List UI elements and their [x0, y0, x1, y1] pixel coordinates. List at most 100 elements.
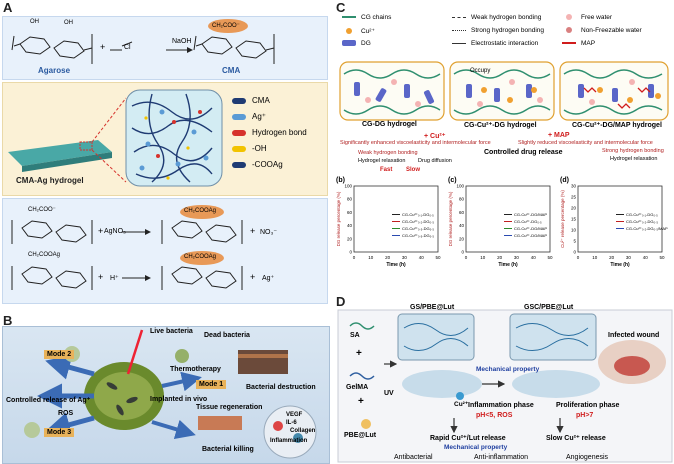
legend-label: Free water	[581, 14, 613, 21]
plus-cu-label: + Cu²⁺	[424, 133, 446, 140]
x-tick-label: 20	[385, 255, 391, 260]
mech-property-label: Mechanical property	[476, 366, 540, 373]
chart-sublabel: (d)	[560, 177, 569, 184]
coo-ag-label-1: CH₂COOAg	[184, 208, 217, 214]
hydrogel-label: CMA-Ag hydrogel	[16, 176, 84, 185]
plus-d: +	[356, 348, 362, 359]
thermotherapy-label: Thermotherapy	[170, 366, 221, 373]
legend-swatch	[566, 14, 572, 21]
strong-hb-annotation: Strong hydrogen bonding	[602, 148, 664, 154]
legend-label: CG-Cu²⁺-DG₀.₅	[514, 219, 542, 224]
proliferation-phase-label: Proliferation phase	[556, 402, 620, 409]
legend-item: Strong hydrogen bonding	[452, 27, 544, 34]
x-tick-label: 30	[402, 255, 408, 260]
anti-inflammation-label: Anti-inflammation	[474, 454, 529, 461]
legend-swatch	[566, 27, 572, 34]
gsc-pbe-label: GSC/PBE@Lut	[524, 304, 574, 311]
live-bacteria-label: Live bacteria	[150, 328, 193, 335]
legend-label: CG-Cu²⁺₀.₂-DG₀.₅	[626, 219, 658, 224]
x-tick-label: 20	[609, 255, 615, 260]
ch2coo-label: CH₂COO⁻	[212, 23, 240, 29]
silver-reaction-box	[2, 198, 328, 304]
x-tick-label: 40	[531, 255, 537, 260]
cl-label: Cl	[124, 44, 131, 51]
chart-sublabel: (b)	[336, 177, 345, 184]
legend-swatch	[562, 42, 576, 45]
x-tick-label: 50	[435, 255, 441, 260]
legend-label: Cu²⁺	[361, 28, 375, 35]
controlled-release-label: Controlled release of Ag⁺	[6, 397, 91, 404]
legend-item: Ag⁺	[232, 112, 266, 121]
x-tick-label: 10	[368, 255, 374, 260]
legend-label: -OH	[252, 144, 267, 153]
il6-label: IL-6	[286, 420, 297, 426]
legend-item: Weak hydrogen bonding	[452, 14, 541, 21]
legend-swatch	[232, 97, 246, 104]
y-tick-label: 5	[573, 239, 576, 244]
x-tick-label: 20	[497, 255, 503, 260]
legend-swatch	[232, 129, 246, 136]
h-label: H⁺	[110, 275, 119, 282]
y-tick-label: 25	[571, 195, 577, 200]
controlled-release-label-c: Controlled drug release	[484, 149, 563, 156]
legend-label: CG-Cu²⁺-DG/MAP	[514, 233, 547, 238]
chart-d-cu-release: (d)Cu²⁺ release percentage (%)0510152025…	[560, 177, 668, 268]
legend-label: CG-Cu²⁺₀.₅-DG₀.₅	[402, 233, 434, 238]
legend-label: Electrostatic interaction	[471, 40, 539, 47]
hydrogel-label-1: CG-DG hydrogel	[362, 121, 417, 128]
legend-swatch	[346, 28, 352, 35]
vegf-label: VEGF	[286, 412, 303, 418]
agarose-label: Agarose	[38, 66, 71, 75]
legend-swatch	[342, 40, 356, 47]
panel-label-a: A	[3, 0, 13, 15]
ph7-label: pH>7	[576, 412, 594, 419]
implanted-label: Implanted in vivo	[150, 396, 208, 403]
slow-release-label: Slow Cu²⁺ release	[546, 435, 606, 442]
hydrogel-relaxation-annotation: Hydrogel relaxation	[358, 158, 406, 164]
ch2coo-label-2: CH₂COO⁻	[28, 207, 56, 213]
legend-item: -OH	[232, 144, 267, 153]
legend-label: CG-Cu²⁺₀.₂-DG₀.₅/MAP	[626, 226, 668, 231]
legend-label: Hydrogen bond	[252, 128, 307, 137]
bacterial-destruction-label: Bacterial destruction	[246, 384, 316, 391]
mode2-badge: Mode 2	[44, 350, 75, 359]
x-tick-label: 10	[592, 255, 598, 260]
ros-label: ROS	[58, 410, 74, 417]
legend-item: DG	[342, 40, 371, 47]
hydrogel-label-2: CG-Cu²⁺-DG hydrogel	[464, 122, 537, 129]
pbe-lut-label: PBE@Lut	[344, 432, 377, 439]
ch2coo-ag-label-2: CH₂COOAg	[28, 252, 61, 258]
occupy-label: Occupy	[470, 68, 491, 74]
plus-d2: +	[358, 396, 364, 407]
infected-wound-label: Infected wound	[608, 332, 660, 339]
inflammation-phase-label: Inflammation phase	[468, 402, 534, 409]
mode3-badge: Mode 3	[44, 428, 75, 437]
coo-ag-label-3: CH₂COOAg	[184, 254, 217, 260]
y-tick-label: 20	[347, 236, 353, 241]
y-axis-label: DG release percentage (%)	[448, 191, 453, 246]
ph-ros-label: pH<5, ROS	[476, 412, 513, 419]
cu-label-d: Cu²⁺	[454, 401, 469, 408]
wound-healing-scheme	[337, 309, 673, 463]
hydrogel-label-3: CG-Cu²⁺-DG/MAP hydrogel	[572, 122, 662, 129]
x-axis-label: Time (h)	[610, 262, 630, 268]
x-tick-label: 40	[419, 255, 425, 260]
x-tick-label: 50	[547, 255, 553, 260]
legend-label: CG-Cu²⁺₀.₁-DG₀.₅	[402, 212, 434, 217]
plot-frame	[353, 185, 439, 253]
legend-swatch	[452, 29, 466, 31]
legend-label: Non-Freezable water	[581, 27, 642, 34]
oh-label-1: OH	[30, 19, 39, 25]
legend-item: CMA	[232, 96, 270, 105]
legend-item: Non-Freezable water	[562, 27, 642, 34]
legend-label: CG-Cu²⁺₀.₂-DG₀.₅	[402, 219, 434, 224]
y-tick-label: 60	[347, 210, 353, 215]
agno3-label: AgNO₃	[104, 228, 126, 235]
enhanced-label: Significantly enhanced viscoelasticity a…	[340, 140, 491, 146]
silver-reaction-scheme	[11, 205, 243, 290]
panel-label-d: D	[336, 294, 346, 309]
y-tick-label: 0	[461, 250, 464, 255]
y-tick-label: 10	[571, 228, 577, 233]
x-tick-label: 30	[626, 255, 632, 260]
